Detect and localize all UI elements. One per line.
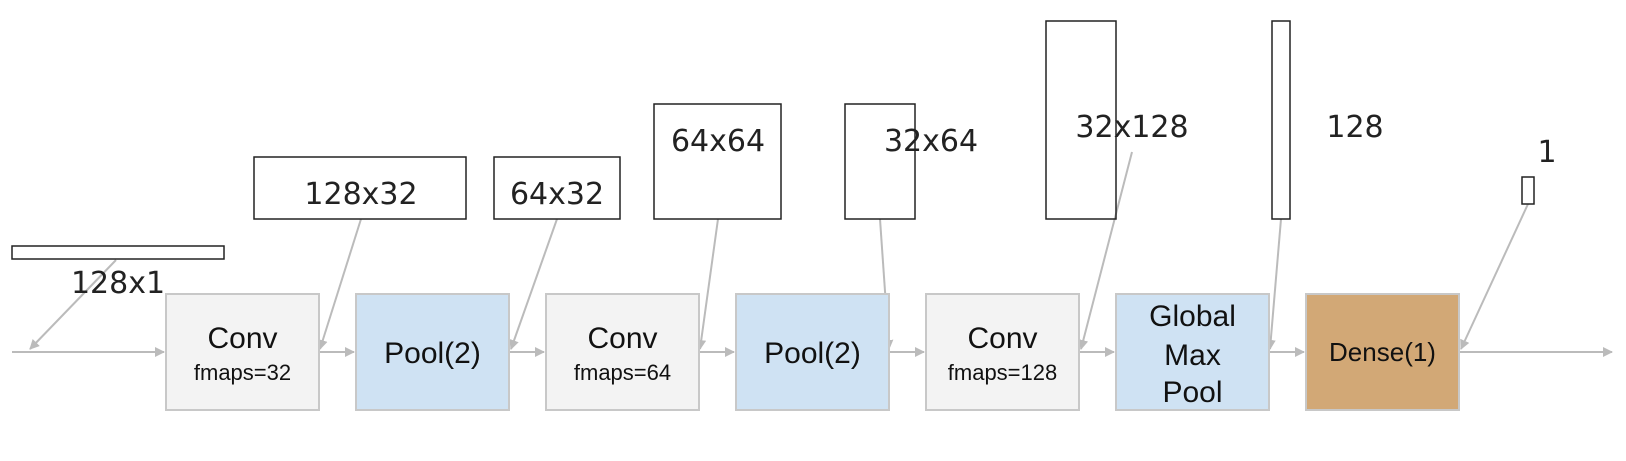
shape-pointer-line (1265, 218, 1282, 350)
tensor-shape-8: 1 (1521, 135, 1557, 205)
tensor-shape-label: 128x32 (304, 177, 417, 212)
layer-box-sublabel: fmaps=64 (574, 360, 671, 385)
layer-box-rect (735, 293, 890, 411)
layer-box-rect (165, 293, 320, 411)
tensor-shape-rect (844, 103, 916, 220)
shape-pointer-line (696, 218, 719, 350)
layer-box-rect (355, 293, 510, 411)
tensor-shape-5: 32x64 (844, 103, 978, 220)
tensor-shape-4: 64x64 (653, 103, 782, 220)
layer-box-label: Dense(1) (1329, 337, 1436, 367)
shape-pointer-line (1078, 151, 1133, 350)
layer-box-label: Conv (207, 322, 277, 355)
tensor-shape-6: 32x128 (1045, 20, 1189, 220)
layer-box-label-line: Global (1149, 300, 1236, 333)
tensor-shape-1: 128x1 (11, 245, 225, 301)
tensor-shape-rect (653, 103, 782, 220)
layer-box-sublabel: fmaps=32 (194, 360, 291, 385)
tensor-shape-2: 128x32 (253, 156, 467, 220)
tensor-shapes: 128x1 128x32 64x32 64x64 32x64 32x128 128 1 (11, 20, 1557, 301)
layer-box-rect (545, 293, 700, 411)
tensor-shape-label: 32x128 (1075, 110, 1188, 145)
layer-box-label: Pool(2) (764, 337, 861, 370)
tensor-shape-label: 1 (1537, 135, 1556, 170)
layer-box-rect (925, 293, 1080, 411)
shape-pointer-line (1460, 203, 1529, 350)
layer-box-label: Conv (587, 322, 657, 355)
tensor-shape-label: 64x32 (510, 177, 604, 212)
layer-box-1: Conv fmaps=32 (165, 293, 320, 411)
layer-box-label: Conv (967, 322, 1037, 355)
tensor-shape-label: 128 (1326, 110, 1383, 145)
layer-box-4: Pool(2) (735, 293, 890, 411)
shape-pointer-line (509, 218, 558, 350)
layer-boxes: Conv fmaps=32 Pool(2) Conv fmaps=64 Pool(2) Co… (165, 293, 1460, 411)
tensor-shape-rect (1045, 20, 1117, 220)
layer-box-5: Conv fmaps=128 (925, 293, 1080, 411)
tensor-shape-3: 64x32 (493, 156, 621, 220)
tensor-shape-label: 64x64 (671, 124, 765, 159)
tensor-shape-rect (1521, 176, 1535, 205)
tensor-shape-rect (11, 245, 225, 260)
tensor-shape-rect (253, 156, 467, 220)
layer-box-2: Pool(2) (355, 293, 510, 411)
layer-box-3: Conv fmaps=64 (545, 293, 700, 411)
shape-pointer-line (317, 218, 362, 350)
layer-box-label-line: Max (1164, 339, 1221, 372)
tensor-shape-7: 128 (1271, 20, 1384, 220)
layer-box-rect (1115, 293, 1270, 411)
layer-box-label-line: Pool (1162, 376, 1222, 409)
tensor-shape-rect (1271, 20, 1291, 220)
layer-box-rect (1305, 293, 1460, 411)
layer-box-label: Pool(2) (384, 337, 481, 370)
shape-pointer-line (29, 259, 117, 350)
tensor-shape-rect (493, 156, 621, 220)
tensor-shape-label: 128x1 (71, 266, 165, 301)
layer-box-7: Dense(1) (1305, 293, 1460, 411)
tensor-shape-label: 32x64 (884, 124, 978, 159)
layer-box-sublabel: fmaps=128 (948, 360, 1057, 385)
